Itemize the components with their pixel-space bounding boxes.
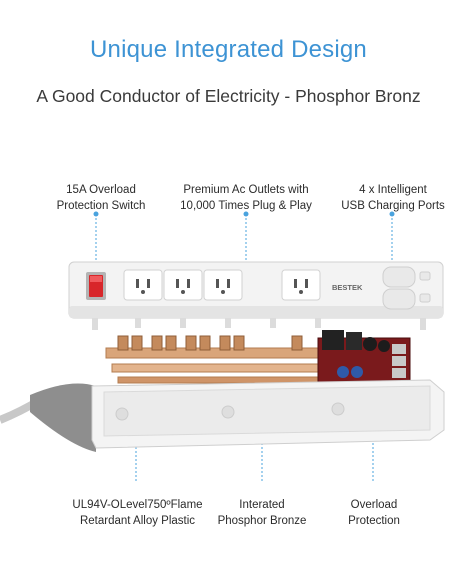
callout-overload-switch: 15A Overload Protection Switch bbox=[56, 184, 146, 212]
circuit-board bbox=[317, 330, 411, 383]
power-cord bbox=[0, 383, 96, 452]
usb-charging-ports bbox=[382, 266, 431, 310]
page-title: Unique Integrated Design bbox=[90, 36, 367, 63]
callout-overload-protection: Overload Protection bbox=[348, 499, 400, 527]
page-subtitle: A Good Conductor of Electricity - Phosph… bbox=[36, 86, 421, 106]
callout-ac-outlets: Premium Ac Outlets with 10,000 Times Plu… bbox=[180, 184, 312, 212]
phosphor-bronze-strips bbox=[105, 335, 319, 384]
callout-phosphor-bronze: Interated Phosphor Bronze bbox=[217, 499, 307, 527]
callout-alloy-plastic: UL94V-OLevel750ºFlame Retardant Alloy Pl… bbox=[72, 499, 203, 527]
overload-switch bbox=[86, 272, 106, 300]
brand-logo: BESTEK bbox=[332, 283, 363, 292]
callout-usb-ports: 4 x Intelligent USB Charging Ports bbox=[341, 184, 445, 212]
power-strip-top-cover bbox=[68, 261, 444, 330]
power-strip-bottom-housing bbox=[91, 379, 445, 449]
ac-outlets bbox=[123, 269, 321, 301]
